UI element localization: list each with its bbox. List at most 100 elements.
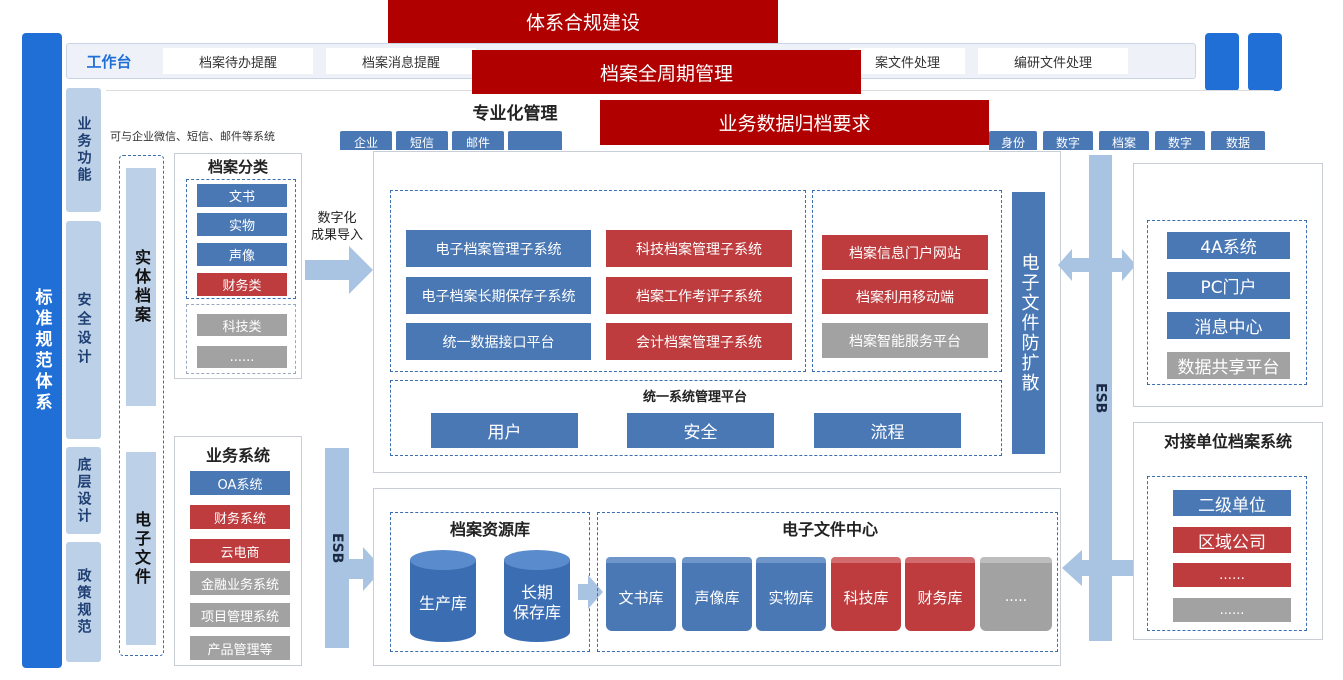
digital-import-arrow: [305, 246, 373, 294]
mgmt-user-button[interactable]: 用户: [431, 413, 578, 448]
subsystem-evaluation[interactable]: 档案工作考评子系统: [606, 277, 792, 314]
file-center-title: 电子文件中心: [781, 520, 878, 539]
archive-class-extra[interactable]: ......: [197, 346, 287, 368]
workbench-item-compile[interactable]: 编研文件处理: [978, 48, 1128, 74]
archive-class-dash-main: [186, 179, 296, 299]
left-tab-label: 安全设计: [75, 292, 92, 368]
archive-class-item[interactable]: 声像: [197, 243, 287, 266]
business-system-product[interactable]: 产品管理等: [190, 636, 290, 660]
archive-class-title: 档案分类: [207, 157, 268, 176]
docking-regional-company[interactable]: 区域公司: [1173, 527, 1291, 553]
esb-left-label: ESB: [329, 532, 345, 564]
subsystem-smart-service[interactable]: 档案智能服务平台: [822, 323, 988, 358]
docking-arrow-left: [1062, 550, 1137, 586]
esb-double-arrow: [1058, 249, 1136, 281]
standards-column-title: 标准规范体系: [31, 287, 52, 414]
left-tab-base-design[interactable]: 底层设计: [66, 447, 101, 534]
docking-more-red[interactable]: ……: [1173, 563, 1291, 587]
business-system-financial[interactable]: 金融业务系统: [190, 571, 290, 595]
workbench-item-file[interactable]: 案文件处理: [850, 48, 965, 74]
physical-archive-text: 实体档案: [132, 249, 151, 325]
specialized-tag[interactable]: [508, 131, 562, 150]
left-tab-label: 底层设计: [75, 456, 92, 525]
subsystem-long-term-storage[interactable]: 电子档案长期保存子系统: [406, 277, 591, 314]
specialized-tag[interactable]: 数字: [1155, 131, 1205, 150]
business-system-project[interactable]: 项目管理系统: [190, 603, 290, 627]
anti-diffusion-text: 电子文件防扩散: [1018, 253, 1040, 393]
subsystem-accounting-archive[interactable]: 会计档案管理子系统: [606, 323, 792, 360]
system-4a[interactable]: 4A系统: [1167, 232, 1290, 259]
archive-type-column: [119, 155, 164, 656]
left-tab-security-design[interactable]: 安全设计: [66, 221, 101, 439]
mgmt-security-button[interactable]: 安全: [627, 413, 774, 448]
left-tab-policy[interactable]: 政策规范: [66, 542, 101, 662]
workbench-title: 工作台: [86, 52, 132, 71]
file-lib-document[interactable]: 文书库: [606, 557, 676, 631]
system-message-center[interactable]: 消息中心: [1167, 312, 1290, 339]
resource-lib-title: 档案资源库: [449, 520, 530, 539]
business-systems-title: 业务系统: [205, 446, 270, 465]
digital-import-label: 数字化 成果导入: [310, 211, 363, 243]
production-lib-label: 生产库: [418, 594, 467, 613]
specialized-tag[interactable]: 身份: [989, 131, 1037, 150]
subsystem-portal-site[interactable]: 档案信息门户网站: [822, 235, 988, 270]
specialized-tag[interactable]: 档案: [1099, 131, 1149, 150]
archive-class-dash-extra: [186, 304, 296, 374]
specialized-tag[interactable]: 短信: [396, 131, 448, 150]
docking-secondary-unit[interactable]: 二级单位: [1173, 490, 1291, 516]
cylinder-shape: [410, 550, 476, 642]
cylinder-shape: [504, 550, 570, 642]
specialized-title: 专业化管理: [472, 103, 558, 124]
banner-compliance: 体系合规建设: [388, 0, 778, 43]
docking-more-gray[interactable]: ......: [1173, 598, 1291, 622]
specialized-tag[interactable]: 邮件: [452, 131, 504, 150]
banner-lifecycle: 档案全周期管理: [472, 50, 861, 94]
subsystem-tech-archive[interactable]: 科技档案管理子系统: [606, 230, 792, 267]
subsystem-group-main: [390, 190, 806, 372]
mgmt-platform-title: 统一系统管理平台: [642, 389, 747, 405]
workbench-item-todo[interactable]: 档案待办提醒: [163, 48, 313, 74]
standards-column: 标准规范体系: [22, 33, 62, 668]
file-lib-audio-video[interactable]: 声像库: [682, 557, 752, 631]
specialized-tag[interactable]: 数字: [1043, 131, 1093, 150]
file-lib-finance[interactable]: 财务库: [905, 557, 975, 631]
archive-class-item[interactable]: 实物: [197, 213, 287, 236]
docking-group: [1147, 476, 1307, 631]
specialized-note: 可与企业微信、短信、邮件等系统: [110, 130, 275, 143]
electronic-file-label: 电子文件: [126, 452, 156, 645]
long-term-lib-cylinder[interactable]: 长期 保存库: [502, 548, 572, 644]
left-tab-label: 业务功能: [75, 116, 92, 184]
left-tab-business-function[interactable]: 业务功能: [66, 88, 101, 212]
subsystem-mobile[interactable]: 档案利用移动端: [822, 279, 988, 314]
physical-archive-label: 实体档案: [126, 168, 156, 406]
subsystem-group-portal: [812, 190, 1002, 372]
esb-bus-right: ESB: [1089, 155, 1112, 641]
business-system-finance[interactable]: 财务系统: [190, 505, 290, 529]
business-system-oa[interactable]: OA系统: [190, 471, 290, 495]
subsystem-electronic-archive[interactable]: 电子档案管理子系统: [406, 230, 591, 267]
anti-diffusion-bar[interactable]: 电子文件防扩散: [1012, 192, 1045, 454]
archive-class-item[interactable]: 财务类: [197, 273, 287, 296]
file-lib-physical[interactable]: 实物库: [756, 557, 826, 631]
esb-right-label: ESB: [1092, 382, 1109, 414]
electronic-file-text: 电子文件: [132, 510, 151, 587]
file-lib-tech[interactable]: 科技库: [831, 557, 901, 631]
docking-title: 对接单位档案系统: [1163, 432, 1292, 451]
left-tab-label: 政策规范: [75, 568, 92, 636]
mgmt-workflow-button[interactable]: 流程: [814, 413, 961, 448]
specialized-tag[interactable]: 企业: [340, 131, 392, 150]
production-lib-cylinder[interactable]: 生产库: [408, 548, 478, 644]
specialized-tag[interactable]: 数据: [1211, 131, 1265, 150]
workbench-item-message[interactable]: 档案消息提醒: [326, 48, 476, 74]
subsystem-data-interface[interactable]: 统一数据接口平台: [406, 323, 591, 360]
file-lib-more[interactable]: .....: [980, 557, 1052, 631]
esb-bus-left: ESB: [325, 448, 349, 648]
archive-class-item[interactable]: 文书: [197, 184, 287, 207]
business-system-ecommerce[interactable]: 云电商: [190, 539, 290, 563]
system-data-sharing[interactable]: 数据共享平台: [1167, 352, 1290, 379]
banner-business-data: 业务数据归档要求: [600, 100, 989, 145]
archive-class-extra[interactable]: 科技类: [197, 314, 287, 336]
file-center-group: [597, 512, 1058, 652]
system-pc-portal[interactable]: PC门户: [1167, 272, 1290, 299]
resource-to-center-arrow: [578, 575, 603, 609]
